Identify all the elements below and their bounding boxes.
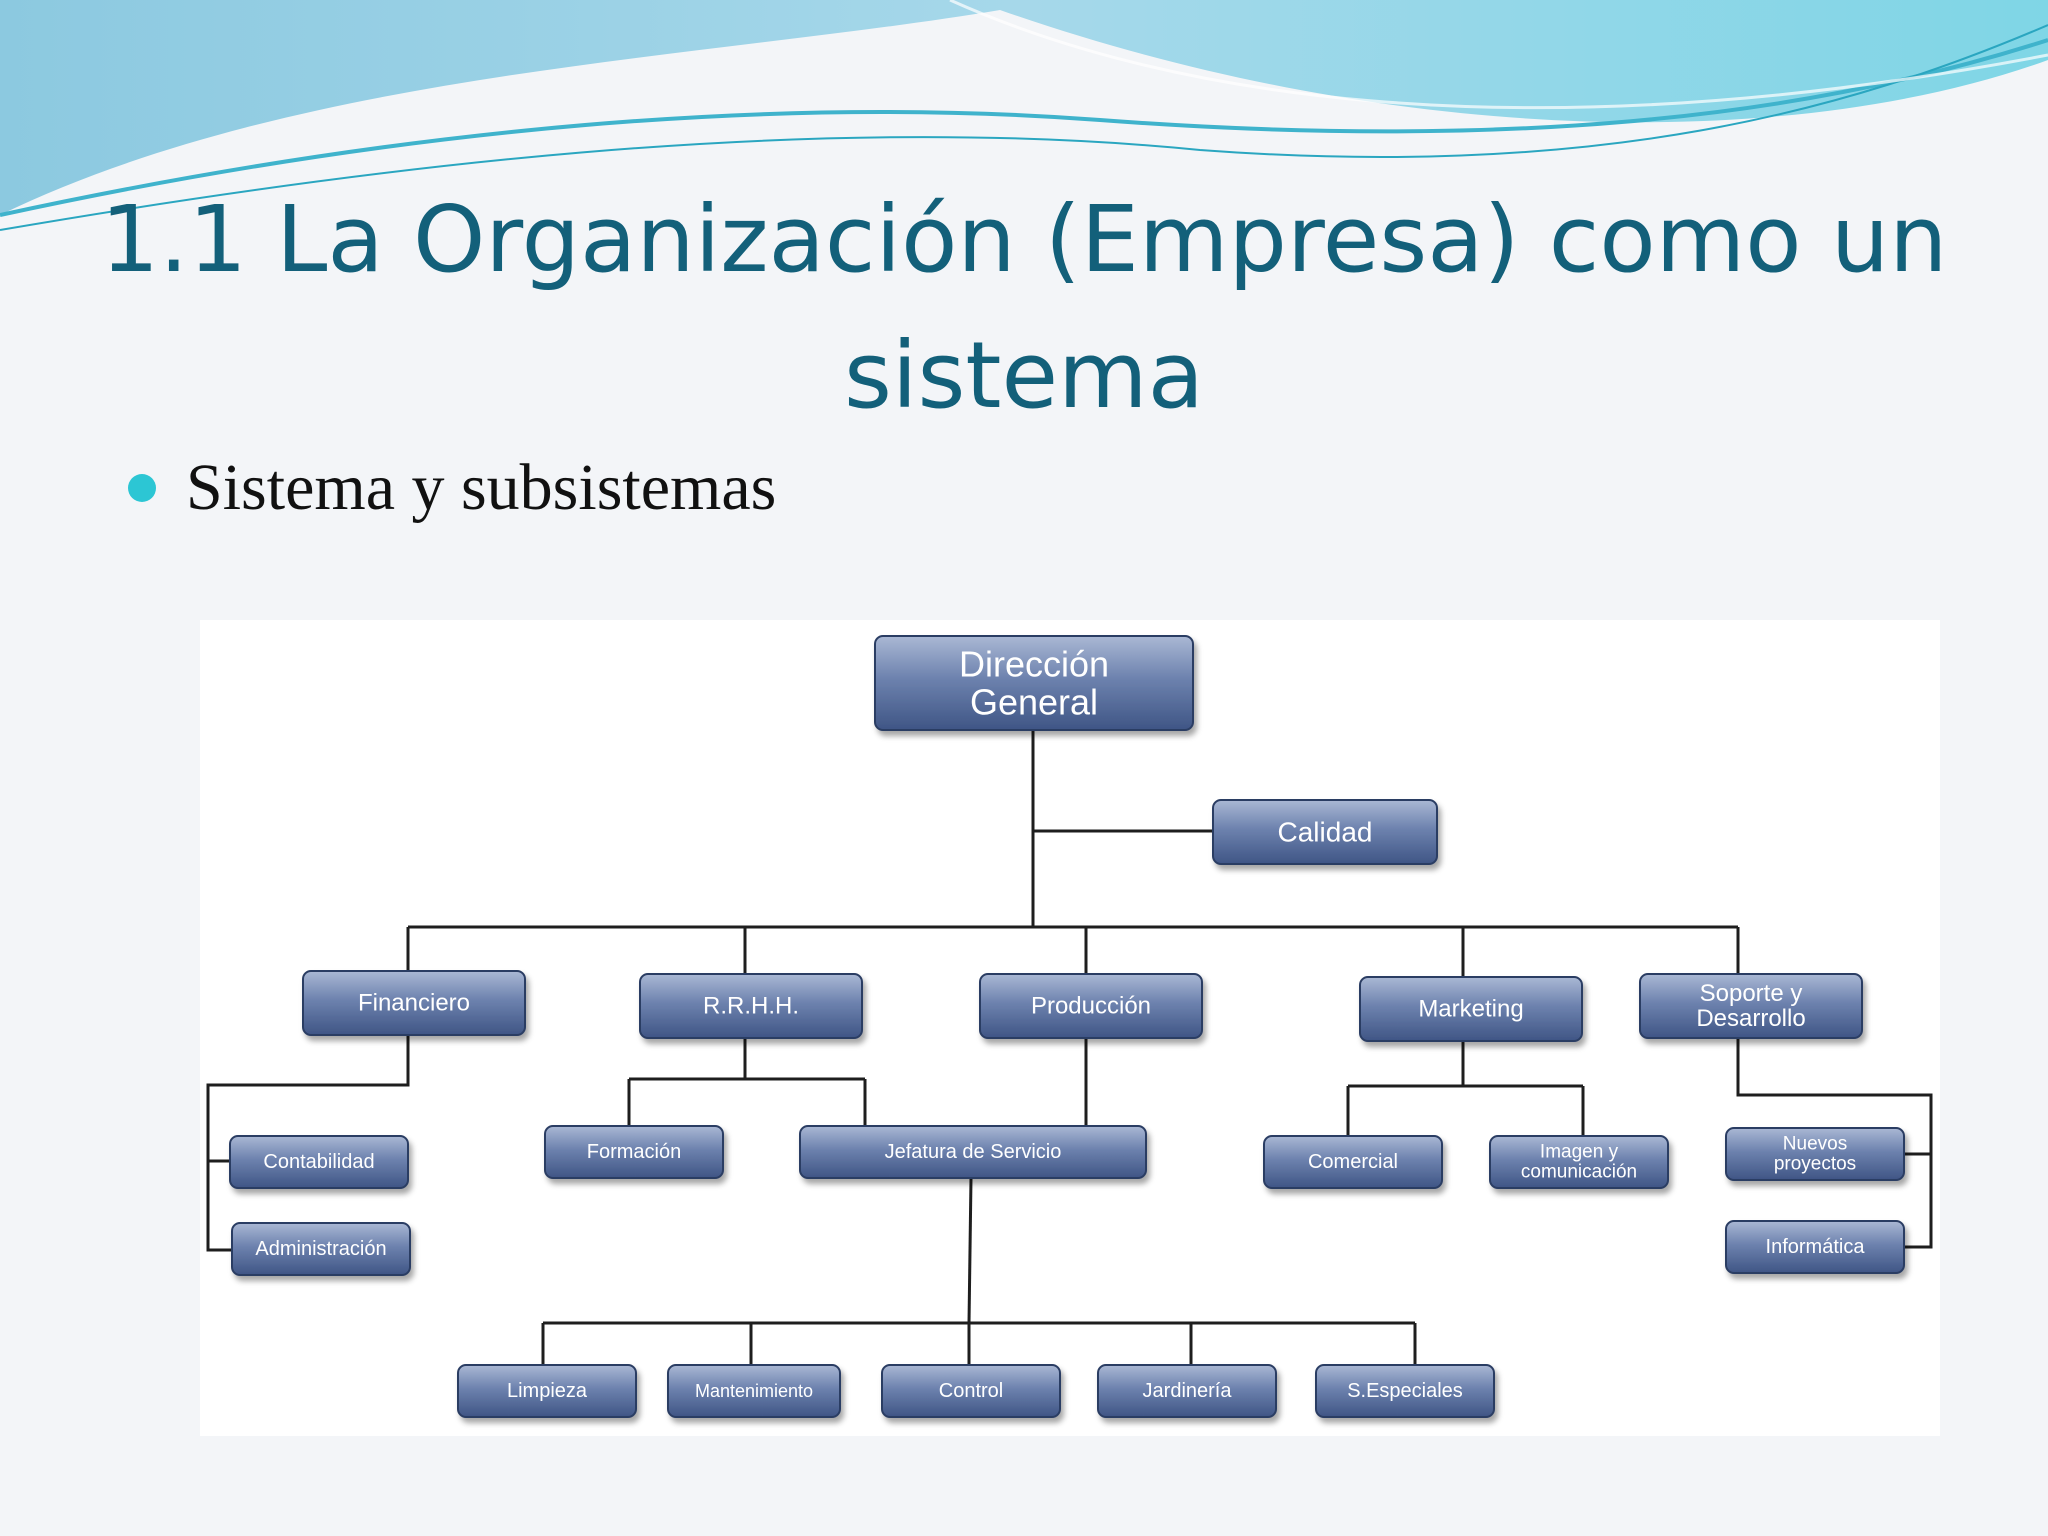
slide-title: 1.1 La Organización (Empresa) como un si… bbox=[90, 172, 1958, 444]
org-box-label: Marketing bbox=[1418, 996, 1523, 1023]
title-line-2: sistema bbox=[843, 322, 1205, 429]
org-box-shape bbox=[799, 1125, 1147, 1179]
org-box-label: General bbox=[970, 681, 1098, 722]
org-box-calidad: Calidad bbox=[1212, 799, 1438, 865]
org-box-label: Producción bbox=[1031, 993, 1151, 1020]
org-box-jardineria: Jardinería bbox=[1097, 1364, 1277, 1418]
org-box-shape bbox=[231, 1222, 411, 1276]
title-line-1: 1.1 La Organización (Empresa) como un bbox=[100, 186, 1948, 293]
org-box-label: Imagen y bbox=[1540, 1142, 1619, 1163]
org-box-produccion: Producción bbox=[979, 973, 1203, 1039]
connector-lines bbox=[206, 730, 1933, 1365]
org-box-limpieza: Limpieza bbox=[457, 1364, 637, 1418]
org-box-shape bbox=[457, 1364, 637, 1418]
org-box-label: Limpieza bbox=[507, 1380, 588, 1402]
org-box-rrhh: R.R.H.H. bbox=[639, 973, 863, 1039]
bullet-dot-icon bbox=[128, 474, 156, 502]
org-box-label: Jardinería bbox=[1143, 1380, 1233, 1402]
org-box-informatica: Informática bbox=[1725, 1220, 1905, 1274]
org-box-marketing: Marketing bbox=[1359, 976, 1583, 1042]
org-box-label: proyectos bbox=[1774, 1153, 1856, 1174]
org-box-jefatura: Jefatura de Servicio bbox=[799, 1125, 1147, 1179]
org-box-shape bbox=[302, 970, 526, 1036]
org-box-shape bbox=[639, 973, 863, 1039]
bullet-text: Sistema y subsistemas bbox=[186, 451, 777, 524]
org-box-label: Dirección bbox=[959, 644, 1109, 685]
org-box-label: Comercial bbox=[1308, 1151, 1398, 1173]
org-box-label: Formación bbox=[587, 1141, 681, 1163]
org-box-label: Soporte y bbox=[1700, 980, 1803, 1007]
header-wave-decoration bbox=[0, 0, 2048, 231]
org-box-label: Nuevos bbox=[1783, 1134, 1847, 1155]
org-box-label: S.Especiales bbox=[1347, 1380, 1463, 1402]
org-box-shape bbox=[1725, 1127, 1905, 1181]
org-box-label: Jefatura de Servicio bbox=[885, 1141, 1062, 1163]
org-box-label: Control bbox=[939, 1380, 1003, 1402]
org-box-financiero: Financiero bbox=[302, 970, 526, 1036]
org-box-label: Financiero bbox=[358, 990, 470, 1017]
org-box-shape bbox=[1097, 1364, 1277, 1418]
org-box-label: Administración bbox=[255, 1238, 386, 1260]
org-box-shape bbox=[1212, 799, 1438, 865]
connector-line bbox=[967, 1177, 973, 1324]
org-box-label: R.R.H.H. bbox=[703, 993, 799, 1020]
org-box-especiales: S.Especiales bbox=[1315, 1364, 1495, 1418]
org-box-administracion: Administración bbox=[231, 1222, 411, 1276]
org-box-shape bbox=[544, 1125, 724, 1179]
org-box-contabilidad: Contabilidad bbox=[229, 1135, 409, 1189]
org-box-label: Informática bbox=[1766, 1236, 1866, 1258]
org-box-mantenimiento: Mantenimiento bbox=[667, 1364, 841, 1418]
org-box-label: comunicación bbox=[1521, 1161, 1637, 1182]
connector-line bbox=[1736, 1038, 1933, 1249]
org-box-shape bbox=[1263, 1135, 1443, 1189]
org-box-label: Mantenimiento bbox=[695, 1381, 813, 1401]
org-box-comercial: Comercial bbox=[1263, 1135, 1443, 1189]
org-box-shape bbox=[881, 1364, 1061, 1418]
org-box-control: Control bbox=[881, 1364, 1061, 1418]
org-box-shape bbox=[1315, 1364, 1495, 1418]
org-box-label: Contabilidad bbox=[263, 1151, 374, 1173]
org-box-label: Desarrollo bbox=[1696, 1005, 1805, 1032]
org-box-shape bbox=[1725, 1220, 1905, 1274]
org-box-label: Calidad bbox=[1278, 817, 1373, 848]
org-box-shape bbox=[874, 635, 1194, 731]
org-box-shape bbox=[979, 973, 1203, 1039]
org-box-formacion: Formación bbox=[544, 1125, 724, 1179]
org-box-shape bbox=[1489, 1135, 1669, 1189]
org-box-shape bbox=[1359, 976, 1583, 1042]
org-box-shape bbox=[229, 1135, 409, 1189]
org-box-shape bbox=[667, 1364, 841, 1418]
connector-line bbox=[206, 1035, 410, 1252]
org-box-shape bbox=[1639, 973, 1863, 1039]
